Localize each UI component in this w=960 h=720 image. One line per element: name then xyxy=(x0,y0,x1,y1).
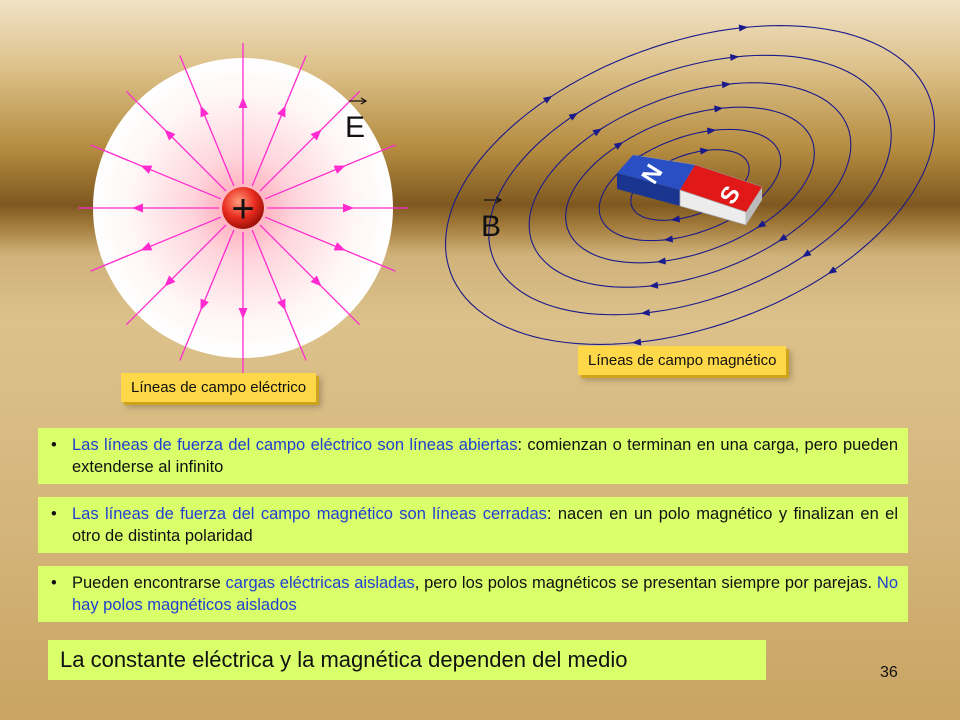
magnetic-field-arrow-icon xyxy=(801,249,812,258)
statement-highlight: cargas eléctricas aisladas xyxy=(225,574,415,592)
electric-field-line xyxy=(259,90,361,192)
electric-field-arrow-icon xyxy=(238,97,248,108)
magnetic-field-arrow-icon xyxy=(670,215,681,223)
electric-field-arrow-icon xyxy=(200,105,209,118)
electric-field-line xyxy=(179,229,235,361)
electric-field-caption: Líneas de campo eléctrico xyxy=(121,373,317,402)
vector-arrow-icon xyxy=(349,97,368,105)
magnetic-field-arrow-icon xyxy=(730,53,740,61)
electric-field-lines xyxy=(78,43,408,373)
electric-field-line xyxy=(251,55,307,187)
electric-field-line xyxy=(125,90,227,192)
magnetic-field-symbol: B xyxy=(481,210,501,243)
magnetic-field-arrow-icon xyxy=(827,266,838,275)
statement-text: : nacen en un polo magnético y finalizan… xyxy=(72,505,898,545)
magnetic-field-arrow-icon xyxy=(714,105,724,113)
electric-field-diagram: + E xyxy=(78,43,408,373)
electric-field-arrow-icon xyxy=(164,275,176,287)
magnetic-field-line xyxy=(488,54,892,316)
magnet-south-pole xyxy=(680,165,762,212)
positive-charge xyxy=(222,187,264,229)
field-diagram: + E N S B xyxy=(78,24,936,373)
electric-field-arrow-icon xyxy=(164,129,176,141)
statement-highlight: Las líneas de fuerza del campo eléctrico… xyxy=(72,436,518,454)
vector-arrow-icon xyxy=(484,196,503,204)
magnetic-field-arrow-icon xyxy=(699,147,710,155)
statement-electric-lines: • Las líneas de fuerza del campo eléctri… xyxy=(38,428,908,484)
electric-field-arrow-icon xyxy=(277,298,286,311)
statement-highlight: No hay polos magnéticos aislados xyxy=(72,574,898,614)
electric-field-line xyxy=(251,229,307,361)
electric-field-arrow-icon xyxy=(310,275,322,287)
magnetic-field-arrow-icon xyxy=(756,220,767,228)
magnetic-field-arrow-icon xyxy=(738,24,749,32)
bullet-icon: • xyxy=(51,436,57,454)
statement-text: Pueden encontrarse xyxy=(72,574,226,592)
magnetic-field-arrow-icon xyxy=(656,257,666,265)
electric-field-line xyxy=(264,144,396,200)
statement-magnetic-poles: • Pueden encontrarse cargas eléctricas a… xyxy=(38,566,908,622)
electric-field-line xyxy=(259,224,361,326)
footer-note: La constante eléctrica y la magnética de… xyxy=(48,640,766,680)
electric-field-line xyxy=(264,216,396,272)
bar-magnet: N S xyxy=(617,154,763,226)
magnetic-field-diagram: N S B xyxy=(444,24,936,346)
statement-text: : comienzan o terminan en una carga, per… xyxy=(72,436,899,476)
bullet-icon: • xyxy=(51,574,57,592)
magnet-end xyxy=(746,187,762,225)
magnetic-field-arrow-icon xyxy=(721,81,732,89)
electric-field-line xyxy=(90,144,222,200)
magnet-north-pole xyxy=(617,155,695,190)
magnetic-field-line xyxy=(528,82,852,288)
magnetic-field-arrow-icon xyxy=(613,142,624,150)
magnetic-field-arrow-icon xyxy=(663,235,674,243)
electric-field-arrow-icon xyxy=(277,105,286,118)
electric-field-symbol: E xyxy=(345,111,365,144)
magnetic-field-arrow-icon xyxy=(592,128,602,137)
electric-field-line xyxy=(90,216,222,272)
magnetic-field-line xyxy=(444,25,936,345)
bullet-icon: • xyxy=(51,505,57,523)
magnetic-field-caption: Líneas de campo magnético xyxy=(578,346,787,375)
magnetic-field-arrow-icon xyxy=(542,95,553,104)
page-number: 36 xyxy=(880,664,898,681)
magnetic-field-line xyxy=(565,106,815,264)
electric-field-arrow-icon xyxy=(140,242,153,251)
positive-charge-symbol: + xyxy=(231,187,254,231)
statement-magnetic-lines: • Las líneas de fuerza del campo magnéti… xyxy=(38,497,908,553)
electric-field-arrow-icon xyxy=(310,129,322,141)
electric-field-arrow-icon xyxy=(333,242,346,251)
statement-text: , pero los polos magnéticos se presentan… xyxy=(414,574,877,592)
electric-field-arrow-icon xyxy=(238,308,248,319)
magnetic-field-arrow-icon xyxy=(778,233,788,242)
electric-field-arrow-icon xyxy=(132,203,143,213)
electric-field-line xyxy=(179,55,235,187)
magnetic-field-arrow-icon xyxy=(640,309,650,317)
electric-field-arrow-icon xyxy=(343,203,354,213)
magnetic-field-arrow-icon xyxy=(706,127,717,135)
magnet-north-side xyxy=(617,173,680,206)
magnetic-field-arrow-icon xyxy=(631,338,642,346)
electric-field-arrow-icon xyxy=(333,165,346,174)
electric-field-line xyxy=(125,224,227,326)
electric-field-arrow-icon xyxy=(140,165,153,174)
statement-highlight: Las líneas de fuerza del campo magnético… xyxy=(72,505,547,523)
electric-field-arrow-icon xyxy=(200,298,209,311)
magnetic-field-arrow-icon xyxy=(568,112,579,121)
magnetic-field-arrow-icon xyxy=(648,281,659,289)
